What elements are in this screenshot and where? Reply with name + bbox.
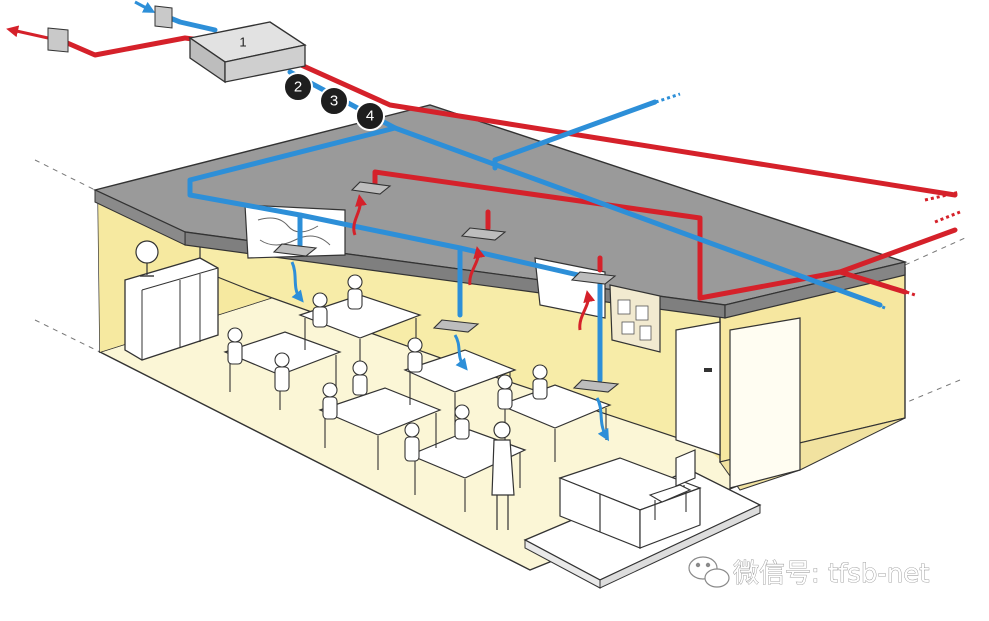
exhaust-airflow-arrows [352, 194, 596, 331]
duct-number-4: 4 [366, 108, 374, 125]
doorway [729, 317, 801, 489]
supply-airflow-arrows [290, 261, 609, 442]
door-handle [704, 368, 712, 372]
duct-number-3: 3 [330, 93, 338, 110]
teacher-platform-side-right [599, 504, 761, 589]
teacher-chair [648, 484, 692, 520]
duct-badge-2: 2 [283, 72, 313, 102]
door-panel [675, 321, 721, 456]
notice-board [609, 284, 661, 353]
unit-label: 1 [239, 35, 246, 50]
diffusers [272, 181, 620, 393]
wall-grilles [47, 5, 173, 53]
exhaust-duct-tips [894, 190, 961, 297]
outside-air-arrows [6, 0, 156, 40]
dashed-guides [34, 159, 966, 406]
globe [135, 240, 159, 277]
map-lines [257, 217, 331, 246]
supply-duct-tips [649, 92, 886, 310]
roof-edge-left [94, 189, 186, 246]
cabinet [124, 257, 219, 361]
air-handling-unit: 1 [188, 21, 307, 84]
duct-badge-3: 3 [319, 86, 349, 116]
watermark: 微信号: tfsb-net [688, 556, 930, 589]
students [227, 274, 548, 462]
wechat-icon [688, 556, 730, 588]
watermark-text: 微信号: tfsb-net [733, 559, 929, 589]
notice-papers [617, 299, 652, 341]
duct-badge-4: 4 [355, 101, 385, 131]
monitor [675, 449, 696, 492]
teacher [491, 421, 515, 530]
duct-number-2: 2 [294, 79, 302, 96]
